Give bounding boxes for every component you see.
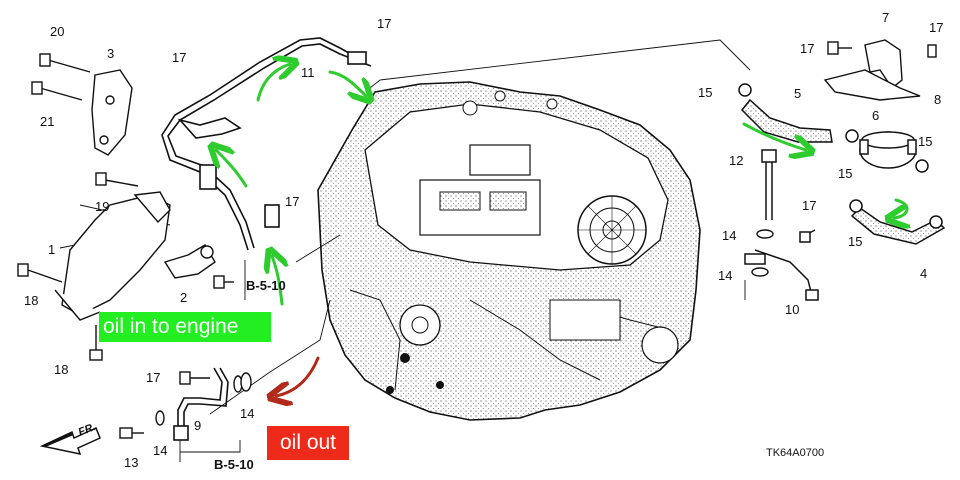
callout-15: 15: [848, 234, 862, 249]
callout-3: 3: [107, 46, 114, 61]
front-direction-arrow: FR.: [39, 421, 101, 456]
green-arrow: [256, 64, 290, 102]
callout-numbers: 20 3 17 17 11 21 19 1 2 18 18 17 17 9 14…: [24, 10, 943, 472]
pipe-10: [744, 229, 819, 301]
callout-15: 15: [918, 134, 932, 149]
clamp-2: [163, 244, 216, 279]
oil-in-annotation: oil in to engine: [99, 312, 271, 342]
oil-hose-11: [161, 37, 372, 251]
green-arrow: [328, 70, 366, 96]
hose-5: [738, 83, 833, 143]
bolt-13: [119, 410, 165, 439]
callout-19: 19: [95, 199, 109, 214]
callout-18: 18: [24, 293, 38, 308]
bracket-1: [54, 191, 171, 321]
callout-20: 20: [50, 24, 64, 39]
callout-17: 17: [800, 41, 814, 56]
bolt-17-top-right: [827, 41, 852, 55]
reference-label: B-5-10: [214, 457, 254, 472]
callout-5: 5: [794, 86, 801, 101]
callout-8: 8: [934, 92, 941, 107]
bolt-12: [761, 149, 777, 220]
reference-label: B-5-10: [246, 278, 286, 293]
green-arrow: [894, 198, 907, 218]
callout-14: 14: [240, 406, 254, 421]
callout-17: 17: [285, 194, 299, 209]
callout-17: 17: [929, 20, 943, 35]
bracket-7-8: [823, 39, 937, 101]
callout-1: 1: [48, 242, 55, 257]
hose-4: [849, 199, 946, 245]
callout-21: 21: [40, 114, 54, 129]
callout-18: 18: [54, 362, 68, 377]
callout-15: 15: [698, 85, 712, 100]
green-arrow: [742, 122, 806, 150]
washer-14-lower: [233, 372, 252, 393]
callout-17: 17: [172, 50, 186, 65]
washers-14-right: [751, 229, 774, 277]
callout-7: 7: [882, 10, 889, 25]
oil-pipe-9: [173, 367, 229, 441]
callout-15: 15: [838, 166, 852, 181]
bolts-20-21: [31, 53, 91, 101]
callout-2: 2: [180, 290, 187, 305]
bolts-18: [17, 263, 103, 361]
bolt-17-left: [213, 275, 234, 289]
green-arrow: [216, 150, 248, 188]
callout-4: 4: [920, 266, 927, 281]
bracket-3: [91, 69, 133, 156]
red-arrow: [276, 356, 320, 396]
callout-14: 14: [722, 228, 736, 243]
callout-10: 10: [785, 302, 799, 317]
callout-9: 9: [194, 418, 201, 433]
diagram-code: TK64A0700: [766, 447, 824, 459]
callout-13: 13: [124, 455, 138, 470]
bolt-19: [95, 172, 139, 187]
transmission-assembly: [317, 81, 701, 421]
bolt-17-lower: [179, 371, 210, 385]
callout-14: 14: [153, 443, 167, 458]
filter-6: [845, 129, 929, 173]
flow-arrows: [216, 64, 907, 396]
callout-12: 12: [729, 153, 743, 168]
green-arrow: [272, 256, 282, 306]
callout-17: 17: [802, 198, 816, 213]
callout-6: 6: [872, 108, 879, 123]
callout-11: 11: [301, 65, 315, 80]
callout-14: 14: [718, 268, 732, 283]
callout-17: 17: [377, 16, 391, 31]
oil-out-annotation: oil out: [267, 426, 349, 460]
callout-17: 17: [146, 370, 160, 385]
